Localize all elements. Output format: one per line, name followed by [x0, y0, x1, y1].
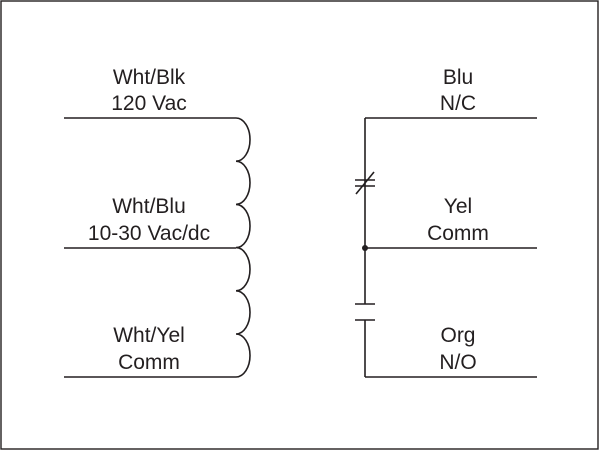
contact-1-function: N/C [440, 92, 476, 115]
tap-3-rating: Comm [118, 351, 180, 374]
tap-3-color: Wht/Yel [113, 324, 185, 347]
coil-terminals: Wht/Blk 120 Vac Wht/Blu 10-30 Vac/dc Wht… [64, 66, 251, 378]
contact-3-color: Org [440, 324, 475, 347]
coil-winding [235, 117, 251, 378]
contact-1-color: Blu [443, 66, 473, 89]
nc-contact-slash [355, 171, 375, 195]
tap-2-rating: 10-30 Vac/dc [88, 222, 210, 245]
contact-2-color: Yel [444, 195, 472, 218]
tap-1-rating: 120 Vac [111, 92, 187, 115]
contact-2-function: Comm [427, 222, 489, 245]
tap-1-color: Wht/Blk [113, 66, 186, 89]
tap-2-color: Wht/Blu [112, 195, 186, 218]
contact-terminals: Blu N/C Yel Comm Org N/O [355, 66, 537, 378]
contact-3-function: N/O [439, 351, 476, 374]
